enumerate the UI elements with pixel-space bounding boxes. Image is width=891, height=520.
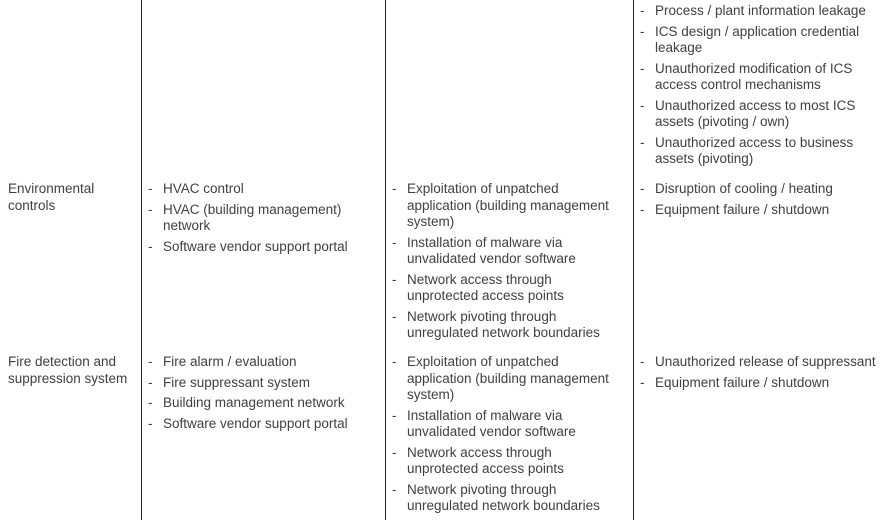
list-item: Unauthorized access to most ICS assets (… [640,98,890,131]
list-item: Disruption of cooling / heating [640,181,890,198]
list-item: Unauthorized access to business assets (… [640,135,890,168]
list-item: Network access through unprotected acces… [392,272,624,305]
category-environmental-controls: Environmental controls [8,181,95,213]
table-divider-3 [633,0,634,520]
list-item: Fire suppressant system [148,375,373,392]
list-item: Network access through unprotected acces… [392,445,624,478]
list-item: Equipment failure / shutdown [640,202,890,219]
assets-list: Fire alarm / evaluation Fire suppressant… [148,354,373,436]
list-item: Unauthorized modification of ICS access … [640,61,890,94]
list-item: Installation of malware via unvalidated … [392,408,624,441]
list-item: Network pivoting through unregulated net… [392,309,624,342]
list-item: Unauthorized release of suppressant [640,354,890,371]
list-item: Network pivoting through unregulated net… [392,482,624,515]
list-item: Exploitation of unpatched application (b… [392,354,624,404]
table-divider-1 [141,0,142,520]
list-item: Equipment failure / shutdown [640,375,890,392]
list-item: Process / plant information leakage [640,3,890,20]
impacts-list: Process / plant information leakage ICS … [640,3,890,172]
category-fire-detection: Fire detection and suppression system [8,354,128,386]
list-item: Software vendor support portal [148,416,373,433]
list-item: Software vendor support portal [148,239,373,256]
threats-list: Exploitation of unpatched application (b… [392,181,624,346]
threats-list: Exploitation of unpatched application (b… [392,354,624,519]
list-item: Installation of malware via unvalidated … [392,235,624,268]
impacts-list: Disruption of cooling / heating Equipmen… [640,181,890,222]
table-divider-2 [385,0,386,520]
list-item: HVAC (building management) network [148,202,373,235]
list-item: Exploitation of unpatched application (b… [392,181,624,231]
list-item: HVAC control [148,181,373,198]
impacts-list: Unauthorized release of suppressant Equi… [640,354,890,395]
list-item: Fire alarm / evaluation [148,354,373,371]
list-item: ICS design / application credential leak… [640,24,890,57]
assets-list: HVAC control HVAC (building management) … [148,181,373,259]
list-item: Building management network [148,395,373,412]
